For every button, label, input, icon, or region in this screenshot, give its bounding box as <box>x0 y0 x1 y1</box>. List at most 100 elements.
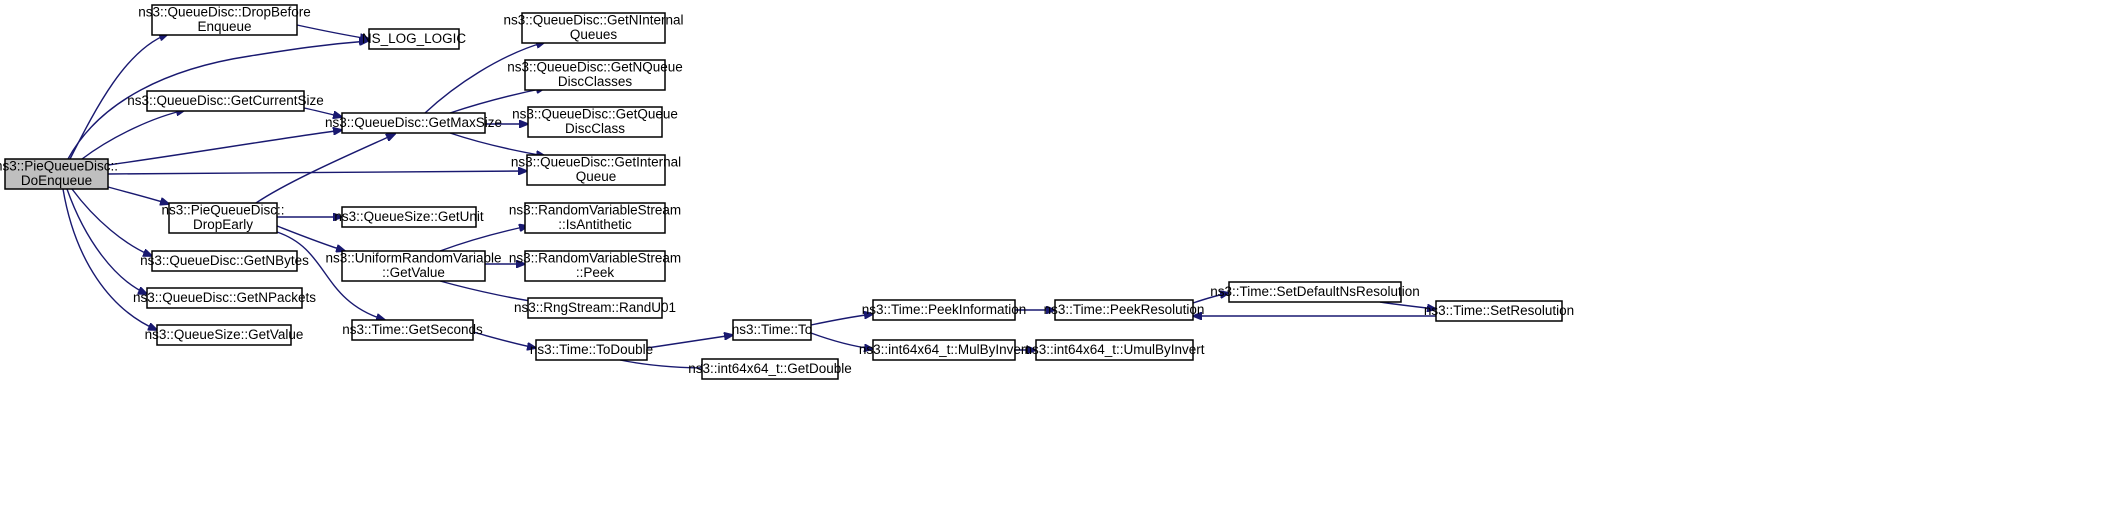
node-label: DiscClass <box>565 121 625 136</box>
node-qsgetvalue[interactable]: ns3::QueueSize::GetValue <box>145 324 304 346</box>
node-box[interactable] <box>1228 281 1402 303</box>
node-getdouble[interactable]: ns3::int64x64_t::GetDouble <box>688 358 852 380</box>
node-box[interactable] <box>1035 339 1194 361</box>
node-label: NS_LOG_LOGIC <box>362 31 467 46</box>
node-label: ns3::int64x64_t::GetDouble <box>688 361 852 376</box>
node-box[interactable] <box>146 287 303 309</box>
edge-urvgetvalue-to-isantithetic <box>439 226 528 252</box>
edge-getmaxsize-to-getinternal <box>449 132 545 156</box>
node-dropearly[interactable]: ns3::PieQueueDisc::DropEarly <box>161 202 285 234</box>
node-umulbyinvert[interactable]: ns3::int64x64_t::UmulByInvert <box>1024 339 1205 361</box>
edge-todouble-to-to <box>646 335 733 349</box>
node-label: ns3::PieQueueDisc:: <box>161 203 284 218</box>
nodes-layer: ns3::PieQueueDisc::DoEnqueuens3::QueueDi… <box>0 4 1574 380</box>
node-label: ::Peek <box>576 265 615 280</box>
edges-layer <box>62 24 1436 368</box>
node-label: ns3::RandomVariableStream <box>509 203 681 218</box>
edge-getseconds-to-todouble <box>472 331 536 348</box>
node-label: DoEnqueue <box>21 173 92 188</box>
node-peekinformation[interactable]: ns3::Time::PeekInformation <box>862 299 1027 321</box>
node-box[interactable] <box>701 358 839 380</box>
edge-doenqueue-to-nslog <box>67 41 368 160</box>
node-box[interactable] <box>524 202 666 234</box>
node-box[interactable] <box>535 339 648 361</box>
node-todouble[interactable]: ns3::Time::ToDouble <box>530 339 653 361</box>
node-box[interactable] <box>4 158 109 190</box>
node-label: ns3::RngStream::RandU01 <box>514 300 676 315</box>
node-box[interactable] <box>151 250 298 272</box>
node-peekresolution[interactable]: ns3::Time::PeekResolution <box>1044 299 1205 321</box>
node-label: ns3::QueueDisc::GetInternal <box>511 155 681 170</box>
node-label: ns3::Time::PeekInformation <box>862 302 1027 317</box>
node-getseconds[interactable]: ns3::Time::GetSeconds <box>342 319 483 341</box>
node-box[interactable] <box>872 299 1016 321</box>
edge-to-to-peekinformation <box>810 314 873 326</box>
edge-dropearly-to-urvgetvalue <box>276 225 345 251</box>
node-label: Queue <box>576 169 617 184</box>
node-peek[interactable]: ns3::RandomVariableStream::Peek <box>509 250 681 282</box>
node-randu01[interactable]: ns3::RngStream::RandU01 <box>514 297 676 319</box>
node-box[interactable] <box>524 59 666 91</box>
edge-doenqueue-to-qsgetvalue <box>62 188 157 330</box>
node-nslog[interactable]: NS_LOG_LOGIC <box>362 28 467 50</box>
node-box[interactable] <box>368 28 460 50</box>
node-doenqueue[interactable]: ns3::PieQueueDisc::DoEnqueue <box>0 158 118 190</box>
node-box[interactable] <box>151 4 298 36</box>
node-label: ns3::QueueDisc::DropBefore <box>138 5 311 20</box>
node-box[interactable] <box>521 12 666 44</box>
node-box[interactable] <box>872 339 1016 361</box>
node-box[interactable] <box>168 202 278 234</box>
node-box[interactable] <box>156 324 292 346</box>
node-urvgetvalue[interactable]: ns3::UniformRandomVariable::GetValue <box>325 250 502 282</box>
node-label: ::IsAntithetic <box>558 217 632 232</box>
node-setdefaultns[interactable]: ns3::Time::SetDefaultNsResolution <box>1210 281 1420 303</box>
node-box[interactable] <box>146 90 305 112</box>
node-getnbytes[interactable]: ns3::QueueDisc::GetNBytes <box>140 250 309 272</box>
node-setresolution[interactable]: ns3::Time::SetResolution <box>1424 300 1574 322</box>
node-box[interactable] <box>524 250 666 282</box>
edge-dropearly-to-getmaxsize <box>255 134 395 204</box>
node-box[interactable] <box>1435 300 1563 322</box>
node-getmaxsize[interactable]: ns3::QueueDisc::GetMaxSize <box>325 112 502 134</box>
edge-dropbeforeenqueue-to-nslog <box>296 24 369 39</box>
node-label: Enqueue <box>197 19 251 34</box>
edge-doenqueue-to-getinternal <box>107 171 527 174</box>
node-to[interactable]: ns3::Time::To <box>732 319 813 341</box>
node-box[interactable] <box>341 250 486 282</box>
node-box[interactable] <box>526 154 666 186</box>
node-label: Queues <box>570 27 618 42</box>
node-mulbyinvert[interactable]: ns3::int64x64_t::MulByInvert <box>859 339 1030 361</box>
node-label: ns3::Time::ToDouble <box>530 342 653 357</box>
edge-getcurrentsize-to-getmaxsize <box>303 107 342 117</box>
node-getcurrentsize[interactable]: ns3::QueueDisc::GetCurrentSize <box>127 90 324 112</box>
node-box[interactable] <box>341 112 486 134</box>
node-label: ns3::Time::SetDefaultNsResolution <box>1210 284 1420 299</box>
node-label: ns3::QueueDisc::GetNPackets <box>133 290 316 305</box>
edge-to-to-mulbyinvert <box>810 332 873 349</box>
node-getnpackets[interactable]: ns3::QueueDisc::GetNPackets <box>133 287 316 309</box>
edge-doenqueue-to-getnbytes <box>71 188 152 256</box>
node-label: ns3::QueueDisc::GetNInternal <box>503 13 683 28</box>
node-label: DropEarly <box>193 217 253 232</box>
node-label: ns3::QueueSize::GetUnit <box>334 209 484 224</box>
node-box[interactable] <box>1054 299 1194 321</box>
node-label: ns3::QueueSize::GetValue <box>145 327 304 342</box>
node-box[interactable] <box>341 206 477 228</box>
node-label: ns3::Time::SetResolution <box>1424 303 1574 318</box>
node-isantithetic[interactable]: ns3::RandomVariableStream::IsAntithetic <box>509 202 681 234</box>
node-box[interactable] <box>527 106 663 138</box>
edge-peekresolution-to-setdefaultns <box>1192 293 1229 304</box>
node-box[interactable] <box>527 297 663 319</box>
edge-doenqueue-to-dropearly <box>107 186 169 204</box>
node-box[interactable] <box>732 319 812 341</box>
node-label: ns3::Time::To <box>732 322 813 337</box>
node-getunit[interactable]: ns3::QueueSize::GetUnit <box>334 206 484 228</box>
node-box[interactable] <box>351 319 474 341</box>
node-label: ns3::Time::GetSeconds <box>342 322 483 337</box>
